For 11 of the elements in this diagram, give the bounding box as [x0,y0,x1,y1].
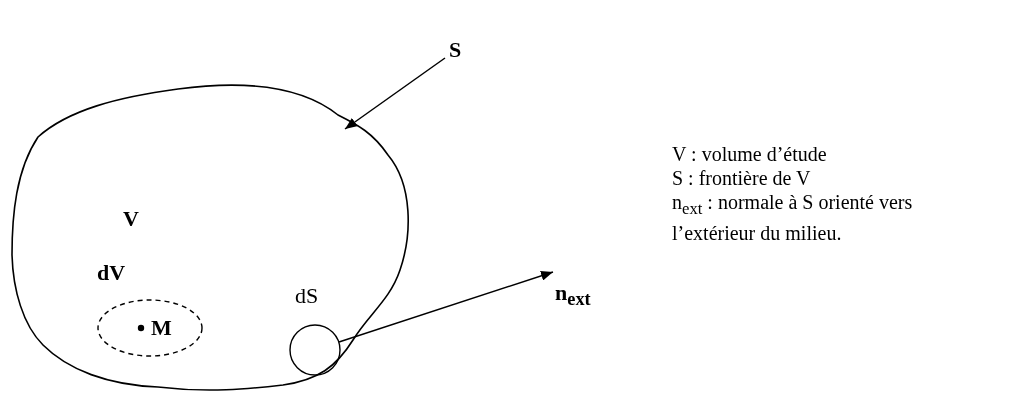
arrow [338,271,554,343]
legend-note: S : frontière de V [672,166,812,190]
element-volume-label: dV [97,262,126,284]
legend-note: n$_{ext}$ : normale à S orienté vers l’extérieur du milieu. [672,190,914,245]
element-surface-label: dS [295,285,319,307]
legend-note: V : volume d’étude [672,142,828,166]
arrow [344,57,446,130]
surface-label: S [449,39,462,61]
point-label: M [151,317,172,339]
volume-label: V [123,208,139,230]
normal-vector-label: n$_{ext}$ [555,282,591,309]
